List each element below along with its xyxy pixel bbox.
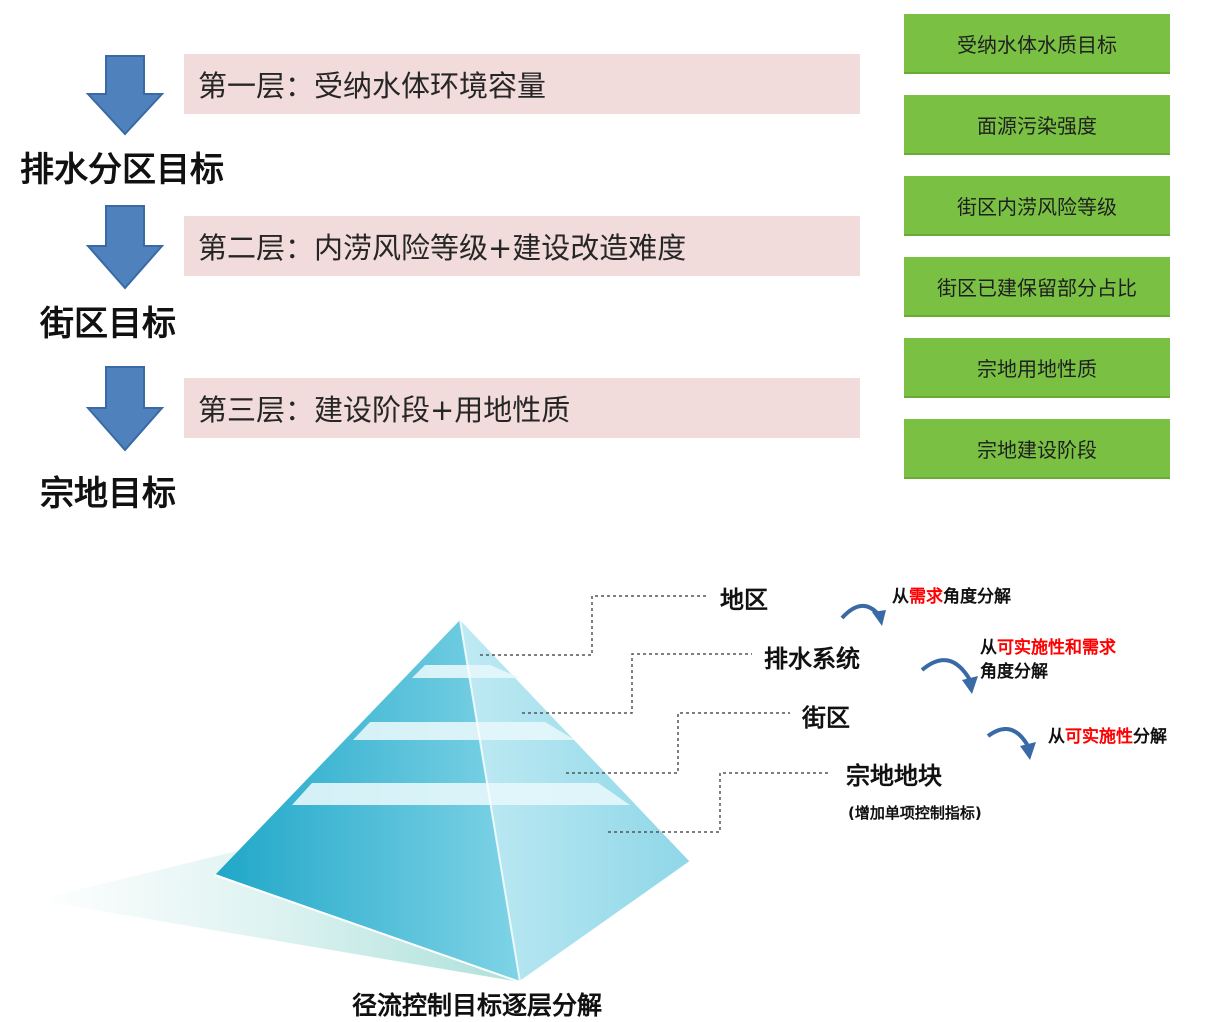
indicator-box-4: 街区已建保留部分占比 (904, 257, 1170, 317)
pyramid-sublabel: (增加单项控制指标) (848, 804, 982, 822)
pyramid-shadow (36, 840, 520, 982)
pyramid-caption: 径流控制目标逐层分解 (352, 991, 603, 1020)
down-arrow-2 (85, 205, 165, 290)
indicator-box-5: 宗地用地性质 (904, 338, 1170, 398)
target-parcel: 宗地目标 (40, 474, 176, 514)
pyramid-level-block: 街区 (802, 704, 850, 732)
decompose-note-1: 从需求角度分解 (892, 587, 1011, 607)
pyramid-level-drainage-system: 排水系统 (764, 645, 860, 673)
curve-arrow-2 (920, 658, 972, 682)
layer-label-3: 第三层：建设阶段+用地性质 (198, 393, 571, 427)
pyramid-level-parcel: 宗地地块 (846, 762, 942, 790)
layer-bar-3: 第三层：建设阶段+用地性质 (184, 378, 860, 438)
target-drainage-zone: 排水分区目标 (20, 150, 224, 190)
pyramid-level-region: 地区 (720, 586, 768, 614)
target-block: 街区目标 (40, 304, 176, 344)
layer-label-1: 第一层：受纳水体环境容量 (198, 69, 547, 103)
decompose-note-3: 从可实施性分解 (1048, 727, 1167, 747)
curve-arrow-3 (986, 726, 1030, 748)
down-arrow-3 (85, 366, 165, 452)
layer-bar-2: 第二层：内涝风险等级+建设改造难度 (184, 216, 860, 276)
leader-lines (480, 595, 830, 833)
pyramid (214, 619, 691, 983)
indicator-box-2: 面源污染强度 (904, 95, 1170, 155)
indicator-box-6: 宗地建设阶段 (904, 419, 1170, 479)
down-arrow-1 (85, 55, 165, 136)
indicator-box-1: 受纳水体水质目标 (904, 14, 1170, 74)
curve-arrow-1 (840, 604, 880, 620)
layer-label-2: 第二层：内涝风险等级+建设改造难度 (198, 231, 687, 265)
layer-bar-1: 第一层：受纳水体环境容量 (184, 54, 860, 114)
indicator-box-3: 街区内涝风险等级 (904, 176, 1170, 236)
decompose-note-2: 从可实施性和需求 角度分解 (980, 638, 1116, 682)
